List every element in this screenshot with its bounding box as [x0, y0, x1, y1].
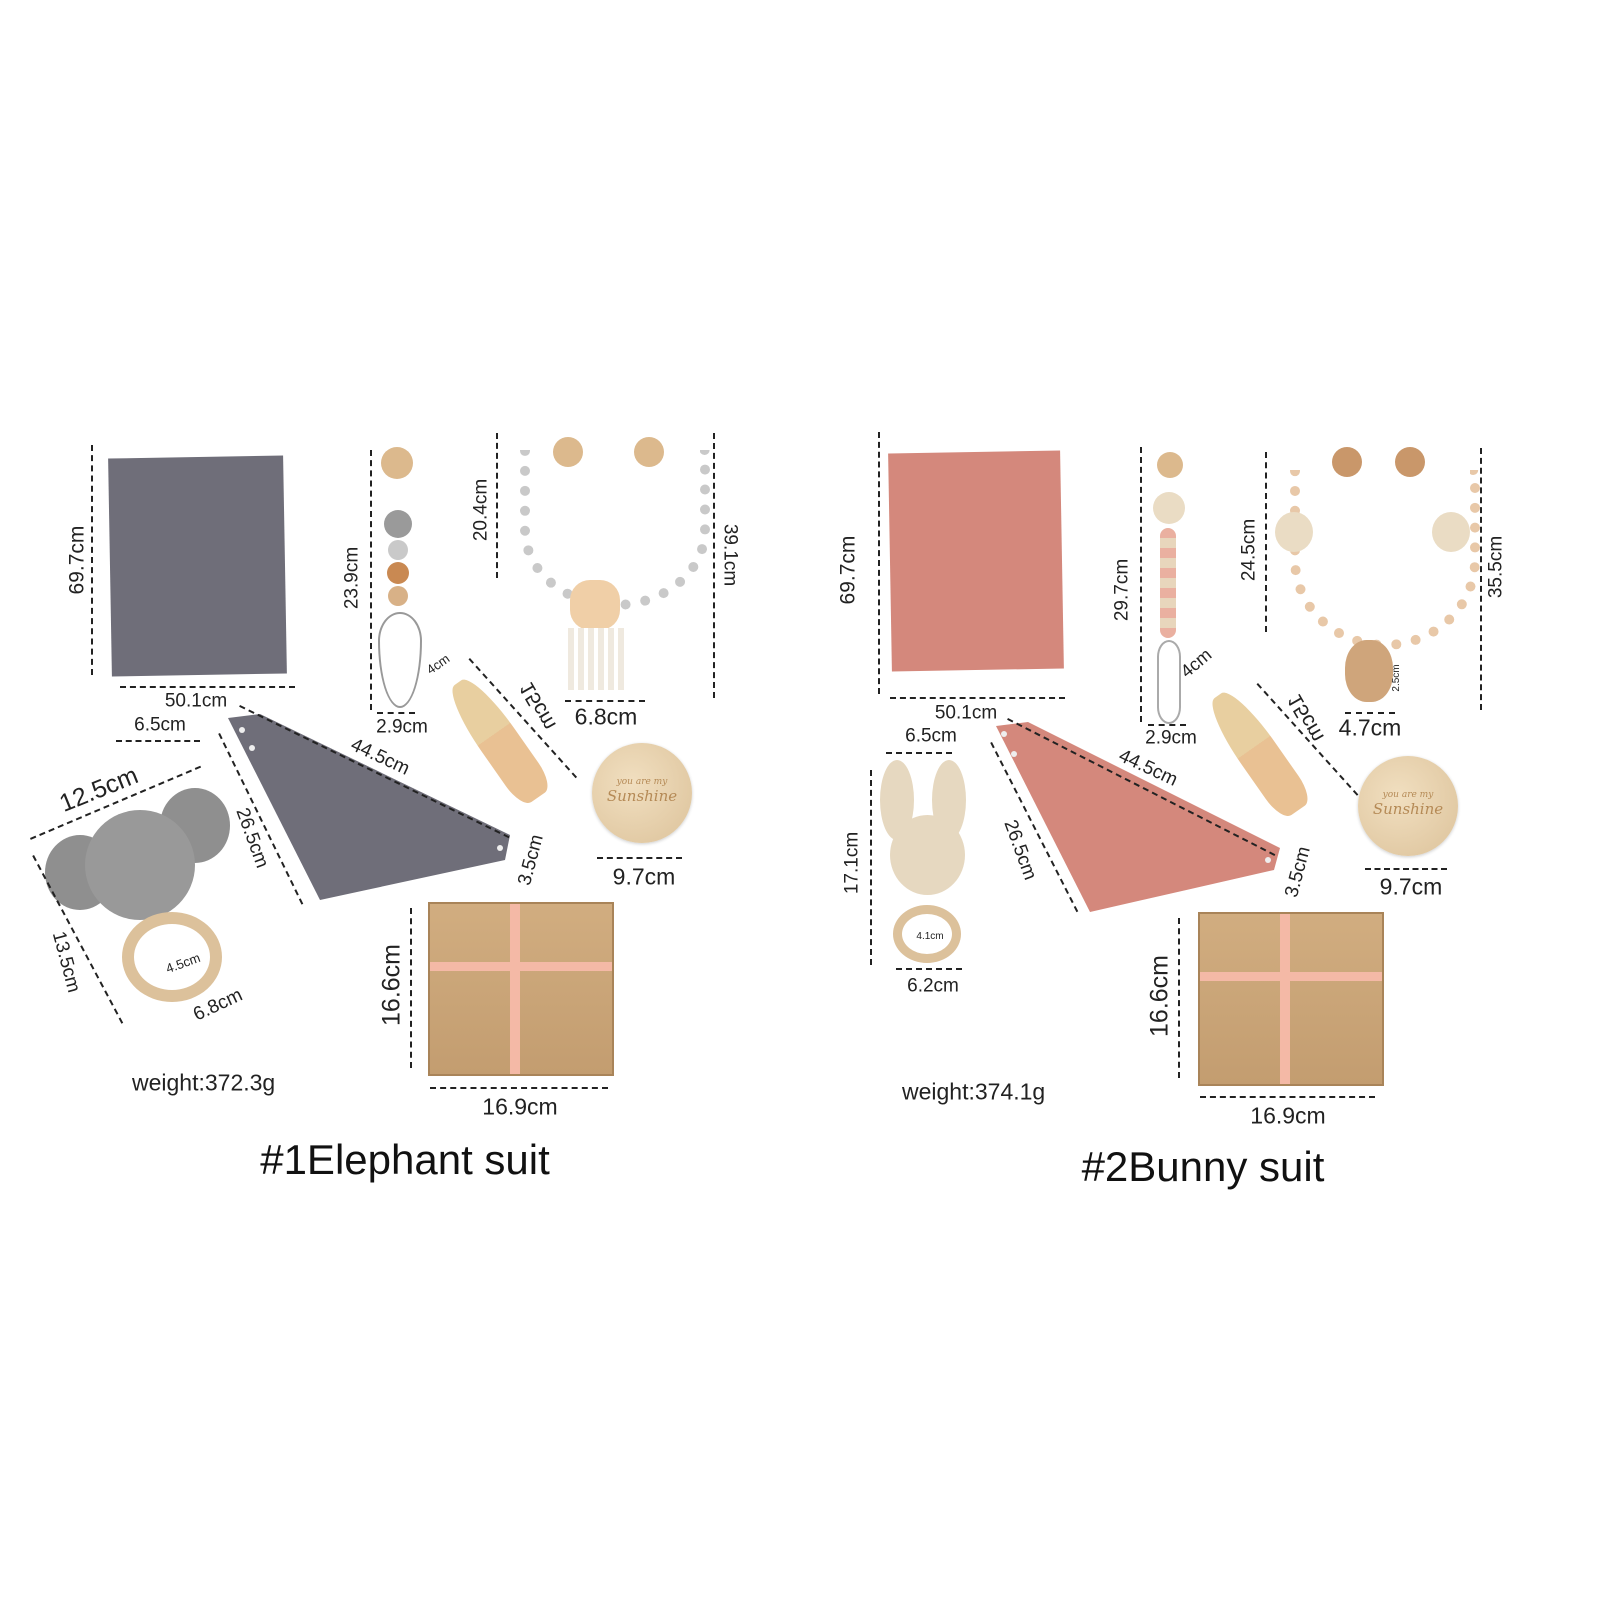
dimension-line — [120, 686, 295, 688]
gift-box — [428, 902, 614, 1076]
ribbon — [1280, 914, 1290, 1084]
ribbon — [510, 904, 520, 1074]
dimension-line — [565, 700, 645, 702]
clip-length-label: 23.9cm — [341, 546, 363, 610]
clip-loop-label: 4cm — [1176, 644, 1216, 682]
grey-bib — [228, 714, 510, 900]
wooden-clip — [1332, 447, 1362, 477]
dimension-line — [370, 450, 372, 710]
elephant-rattle-head — [85, 810, 195, 920]
dimension-line — [1140, 447, 1142, 722]
sunshine-disc: you are my Sunshine — [592, 743, 692, 843]
dimension-line — [896, 968, 962, 970]
wooden-clip — [553, 437, 583, 467]
disc-text-small: you are my — [616, 777, 668, 787]
wooden-ring — [893, 905, 961, 963]
dimension-line — [496, 433, 498, 578]
blanket-height-label: 69.7cm — [65, 525, 89, 595]
ribbon — [430, 962, 612, 971]
bead — [387, 562, 409, 584]
weight-label: weight:372.3g — [132, 1069, 276, 1096]
clip-width-label: 2.9cm — [1145, 727, 1197, 749]
pink-blanket — [888, 450, 1064, 672]
dimension-line — [1480, 448, 1482, 710]
weight-label: weight:374.1g — [902, 1078, 1046, 1105]
tassel — [568, 628, 628, 690]
dimension-line — [377, 712, 415, 714]
sunshine-disc: you are my Sunshine — [1358, 756, 1458, 856]
dimension-line — [870, 770, 872, 965]
dimension-line — [1365, 868, 1447, 870]
chain-length-label: 39.1cm — [719, 523, 741, 587]
bib-top-label: 6.5cm — [905, 725, 957, 747]
bead — [388, 586, 408, 606]
blanket-height-label: 69.7cm — [836, 535, 860, 605]
bib-top-label: 6.5cm — [134, 714, 186, 736]
dimension-line — [1200, 1096, 1375, 1098]
disc-text-big: Sunshine — [1372, 800, 1444, 818]
dimension-line — [1265, 452, 1267, 632]
dimension-line — [116, 740, 200, 742]
elephant-teether — [570, 580, 620, 630]
disc-text-big: Sunshine — [606, 787, 678, 805]
dimension-line — [410, 908, 412, 1068]
clip-length-label: 29.7cm — [1111, 558, 1133, 622]
disc-diameter-label: 9.7cm — [1379, 873, 1443, 900]
ribbon — [1200, 972, 1382, 981]
gift-box — [1198, 912, 1384, 1086]
dimension-line — [597, 857, 682, 859]
chain-length-label: 35.5cm — [1485, 535, 1507, 599]
dimension-line — [1178, 918, 1180, 1078]
clip-loop-label: 4cm — [423, 650, 453, 678]
chain-width-label: 4.7cm — [1338, 714, 1402, 741]
dimension-line — [886, 752, 952, 754]
pacifier-clip — [1157, 452, 1183, 478]
chain-drop-label: 24.5cm — [1238, 518, 1260, 582]
dimension-line — [878, 432, 880, 694]
box-height-label: 16.6cm — [377, 944, 406, 1026]
disc-diameter-label: 9.7cm — [612, 863, 676, 890]
bead — [388, 540, 408, 560]
dimension-line — [430, 1087, 608, 1089]
dimension-line — [1148, 724, 1186, 726]
pacifier-loop — [1157, 640, 1181, 724]
bunny-teether — [1345, 640, 1393, 702]
bunny-rattle-head — [890, 815, 965, 895]
box-height-label: 16.6cm — [1145, 955, 1174, 1037]
suit-title: #1Elephant suit — [260, 1136, 550, 1183]
wooden-clip — [634, 437, 664, 467]
ring-outer-label: 6.2cm — [907, 975, 959, 997]
dimension-line — [1345, 712, 1395, 714]
wooden-ring — [122, 912, 222, 1002]
dimension-line — [890, 697, 1065, 699]
pacifier-clip — [381, 447, 413, 479]
blanket-width-label: 50.1cm — [164, 690, 228, 712]
suit-title: #2Bunny suit — [1081, 1143, 1325, 1190]
stroller-chain — [1290, 470, 1480, 650]
brush-length-label: 15cm — [1283, 690, 1329, 746]
ring-inner-label: 4.1cm — [916, 931, 944, 942]
box-width-label: 16.9cm — [1250, 1102, 1326, 1129]
box-width-label: 16.9cm — [482, 1093, 558, 1120]
elephant-bead — [384, 510, 412, 538]
dimension-line — [713, 433, 715, 698]
chain-drop-label: 20.4cm — [470, 478, 492, 542]
rattle-height-label: 17.1cm — [841, 831, 863, 895]
chain-width-label: 6.8cm — [574, 703, 638, 730]
blanket-width-label: 50.1cm — [934, 702, 998, 724]
bunny-bead — [1275, 512, 1313, 552]
teether-ring-label: 2.5cm — [1391, 664, 1402, 692]
disc-text-small: you are my — [1382, 790, 1434, 800]
bunny-bead — [1153, 492, 1185, 524]
bead-strand — [1160, 528, 1176, 638]
pacifier-loop — [378, 612, 422, 708]
clip-width-label: 2.9cm — [376, 716, 428, 738]
grey-blanket — [108, 455, 287, 677]
pink-bib — [996, 722, 1280, 912]
wooden-clip — [1395, 447, 1425, 477]
dimension-line — [91, 445, 93, 675]
bunny-bead — [1432, 512, 1470, 552]
brush-length-label: 15cm — [515, 678, 561, 734]
